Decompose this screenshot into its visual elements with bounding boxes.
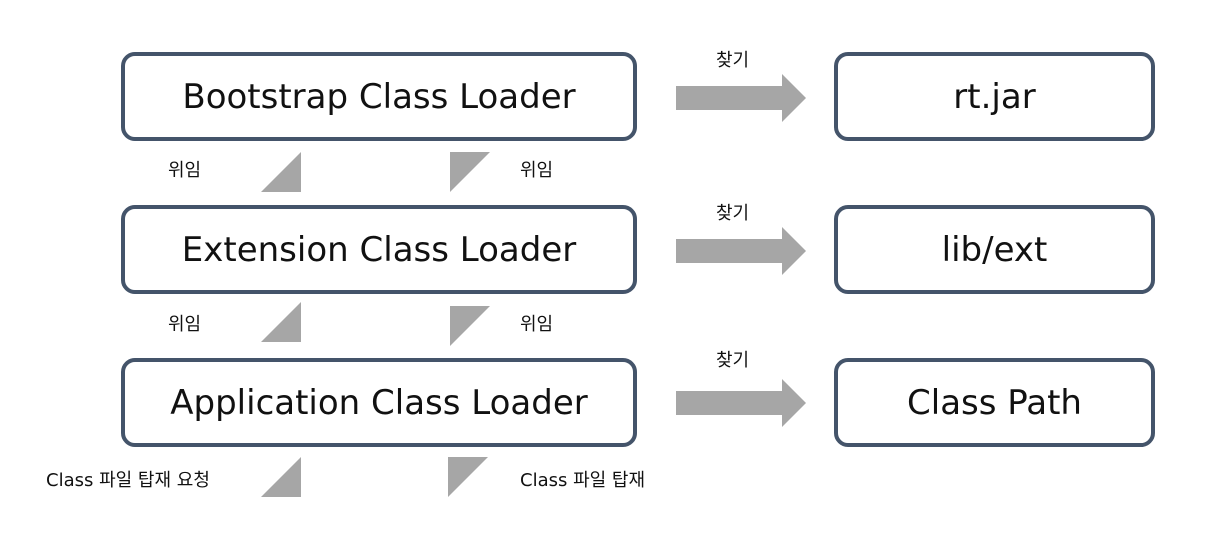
delegate-up-label-1: 위임 <box>168 160 202 181</box>
lib-ext-box: lib/ext <box>834 205 1155 294</box>
lib-ext-label: lib/ext <box>941 229 1048 270</box>
delegate-down-triangle-1 <box>450 152 490 192</box>
class-file-load-request-label: Class 파일 탑재 요청 <box>46 470 210 491</box>
find-label-bootstrap: 찾기 <box>716 50 750 71</box>
find-arrow-bootstrap <box>676 74 806 122</box>
delegate-up-label-2: 위임 <box>168 314 202 335</box>
load-triangle <box>448 457 488 497</box>
class-path-label: Class Path <box>907 382 1082 423</box>
find-label-application: 찾기 <box>716 350 750 371</box>
class-path-box: Class Path <box>834 358 1155 447</box>
delegate-down-triangle-2 <box>450 306 490 346</box>
find-arrow-application <box>676 379 806 427</box>
application-class-loader-box: Application Class Loader <box>121 358 637 447</box>
delegate-up-triangle-2 <box>261 302 301 342</box>
find-arrow-extension <box>676 227 806 275</box>
bootstrap-class-loader-label: Bootstrap Class Loader <box>182 76 576 117</box>
delegate-down-label-1: 위임 <box>520 160 554 181</box>
application-class-loader-label: Application Class Loader <box>170 382 588 423</box>
find-label-extension: 찾기 <box>716 203 750 224</box>
rt-jar-label: rt.jar <box>953 76 1036 117</box>
load-request-triangle <box>261 457 301 497</box>
delegate-down-label-2: 위임 <box>520 314 554 335</box>
extension-class-loader-box: Extension Class Loader <box>121 205 637 294</box>
extension-class-loader-label: Extension Class Loader <box>181 229 577 270</box>
rt-jar-box: rt.jar <box>834 52 1155 141</box>
delegate-up-triangle-1 <box>261 152 301 192</box>
class-file-load-label: Class 파일 탑재 <box>520 470 646 491</box>
bootstrap-class-loader-box: Bootstrap Class Loader <box>121 52 637 141</box>
